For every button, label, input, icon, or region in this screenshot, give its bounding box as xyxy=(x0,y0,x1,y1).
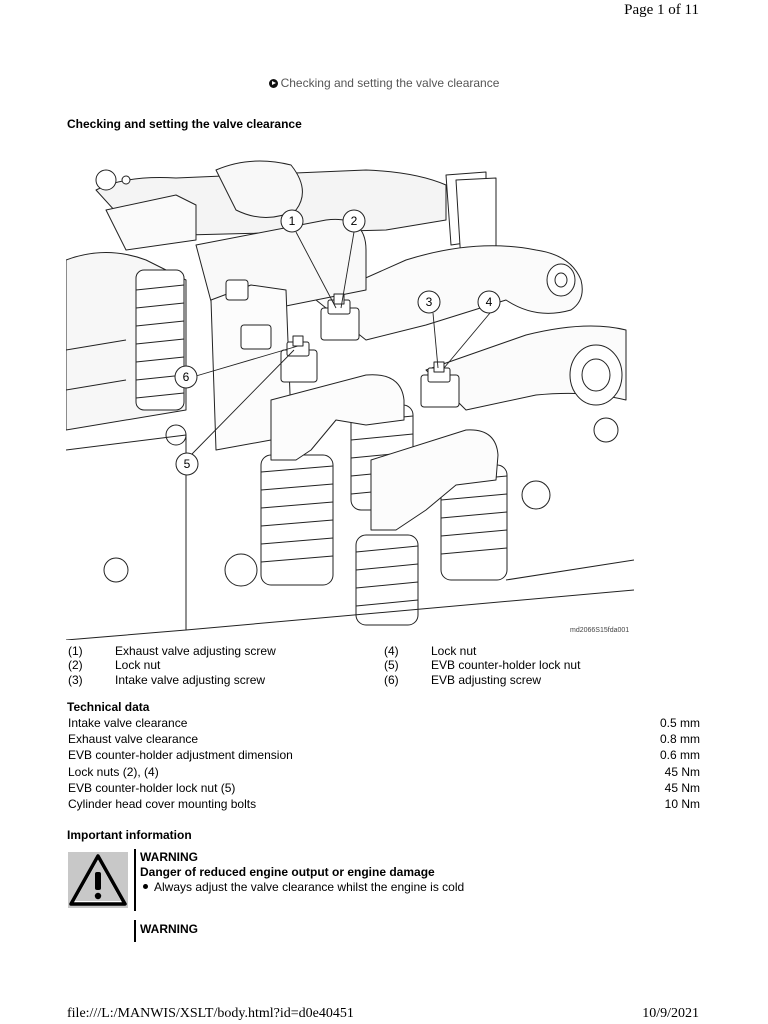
tech-value: 0.8 mm xyxy=(659,732,700,746)
warning-heading-2: WARNING xyxy=(140,922,198,936)
breadcrumb-text[interactable]: Checking and setting the valve clearance xyxy=(280,76,500,90)
legend-text: EVB counter-holder lock nut xyxy=(431,658,581,672)
valve-train-illustration: 1 2 3 4 5 6 xyxy=(66,160,634,640)
page-number: Page 1 of 11 xyxy=(624,2,699,18)
legend-num: (3) xyxy=(68,673,83,687)
tech-row-intake: Intake valve clearance 0.5 mm xyxy=(68,716,700,732)
figure-id: md2066S15fda001 xyxy=(570,627,630,634)
warning-bar-2 xyxy=(134,920,136,942)
tech-row-cover-bolts: Cylinder head cover mounting bolts 10 Nm xyxy=(68,797,700,813)
footer-date: 10/9/2021 xyxy=(642,1006,699,1021)
tech-row-evb-lock-nut: EVB counter-holder lock nut (5) 45 Nm xyxy=(68,781,700,797)
tech-value: 45 Nm xyxy=(664,765,700,779)
tech-label: EVB counter-holder lock nut (5) xyxy=(68,781,236,795)
callout-5: 5 xyxy=(184,457,191,471)
tech-label: EVB counter-holder adjustment dimension xyxy=(68,748,293,762)
footer-url: file:///L:/MANWIS/XSLT/body.html?id=d0e4… xyxy=(67,1006,354,1021)
legend-num: (4) xyxy=(384,644,399,658)
warning-subheading: Danger of reduced engine output or engin… xyxy=(140,865,435,879)
tech-label: Lock nuts (2), (4) xyxy=(68,765,159,779)
tech-row-lock-nuts: Lock nuts (2), (4) 45 Nm xyxy=(68,765,700,781)
breadcrumb[interactable]: Checking and setting the valve clearance xyxy=(0,76,768,90)
bullet-icon xyxy=(143,884,148,889)
tech-row-exhaust: Exhaust valve clearance 0.8 mm xyxy=(68,732,700,748)
callout-3: 3 xyxy=(426,295,433,309)
warning-heading: WARNING xyxy=(140,850,198,864)
tech-row-evb-dimension: EVB counter-holder adjustment dimension 0… xyxy=(68,748,700,764)
legend-num: (2) xyxy=(68,658,83,672)
tech-value: 0.5 mm xyxy=(659,716,700,730)
tech-value: 10 Nm xyxy=(664,797,700,811)
warning-bar xyxy=(134,849,136,911)
legend-num: (5) xyxy=(384,658,399,672)
legend-text: Lock nut xyxy=(115,658,161,672)
legend-num: (6) xyxy=(384,673,399,687)
tech-label: Cylinder head cover mounting bolts xyxy=(68,797,257,811)
warning-bullet-text: Always adjust the valve clearance whilst… xyxy=(154,880,465,894)
callout-2: 2 xyxy=(351,214,358,228)
warning-triangle-icon xyxy=(68,852,128,908)
tech-value: 45 Nm xyxy=(664,781,700,795)
legend-text: EVB adjusting screw xyxy=(431,673,542,687)
important-info-title: Important information xyxy=(67,828,192,842)
legend-text: Intake valve adjusting screw xyxy=(115,673,266,687)
tech-label: Intake valve clearance xyxy=(68,716,188,730)
callout-6: 6 xyxy=(183,370,190,384)
tech-label: Exhaust valve clearance xyxy=(68,732,199,746)
arrow-circle-icon xyxy=(268,79,278,88)
legend-text: Lock nut xyxy=(431,644,477,658)
callout-1: 1 xyxy=(289,214,296,228)
callout-4: 4 xyxy=(486,295,493,309)
tech-value: 0.6 mm xyxy=(659,748,700,762)
warning-bullet: Always adjust the valve clearance whilst… xyxy=(143,880,464,894)
legend-num: (1) xyxy=(68,644,83,658)
legend-text: Exhaust valve adjusting screw xyxy=(115,644,276,658)
technical-data-title: Technical data xyxy=(67,700,150,714)
page-title: Checking and setting the valve clearance xyxy=(67,117,302,131)
